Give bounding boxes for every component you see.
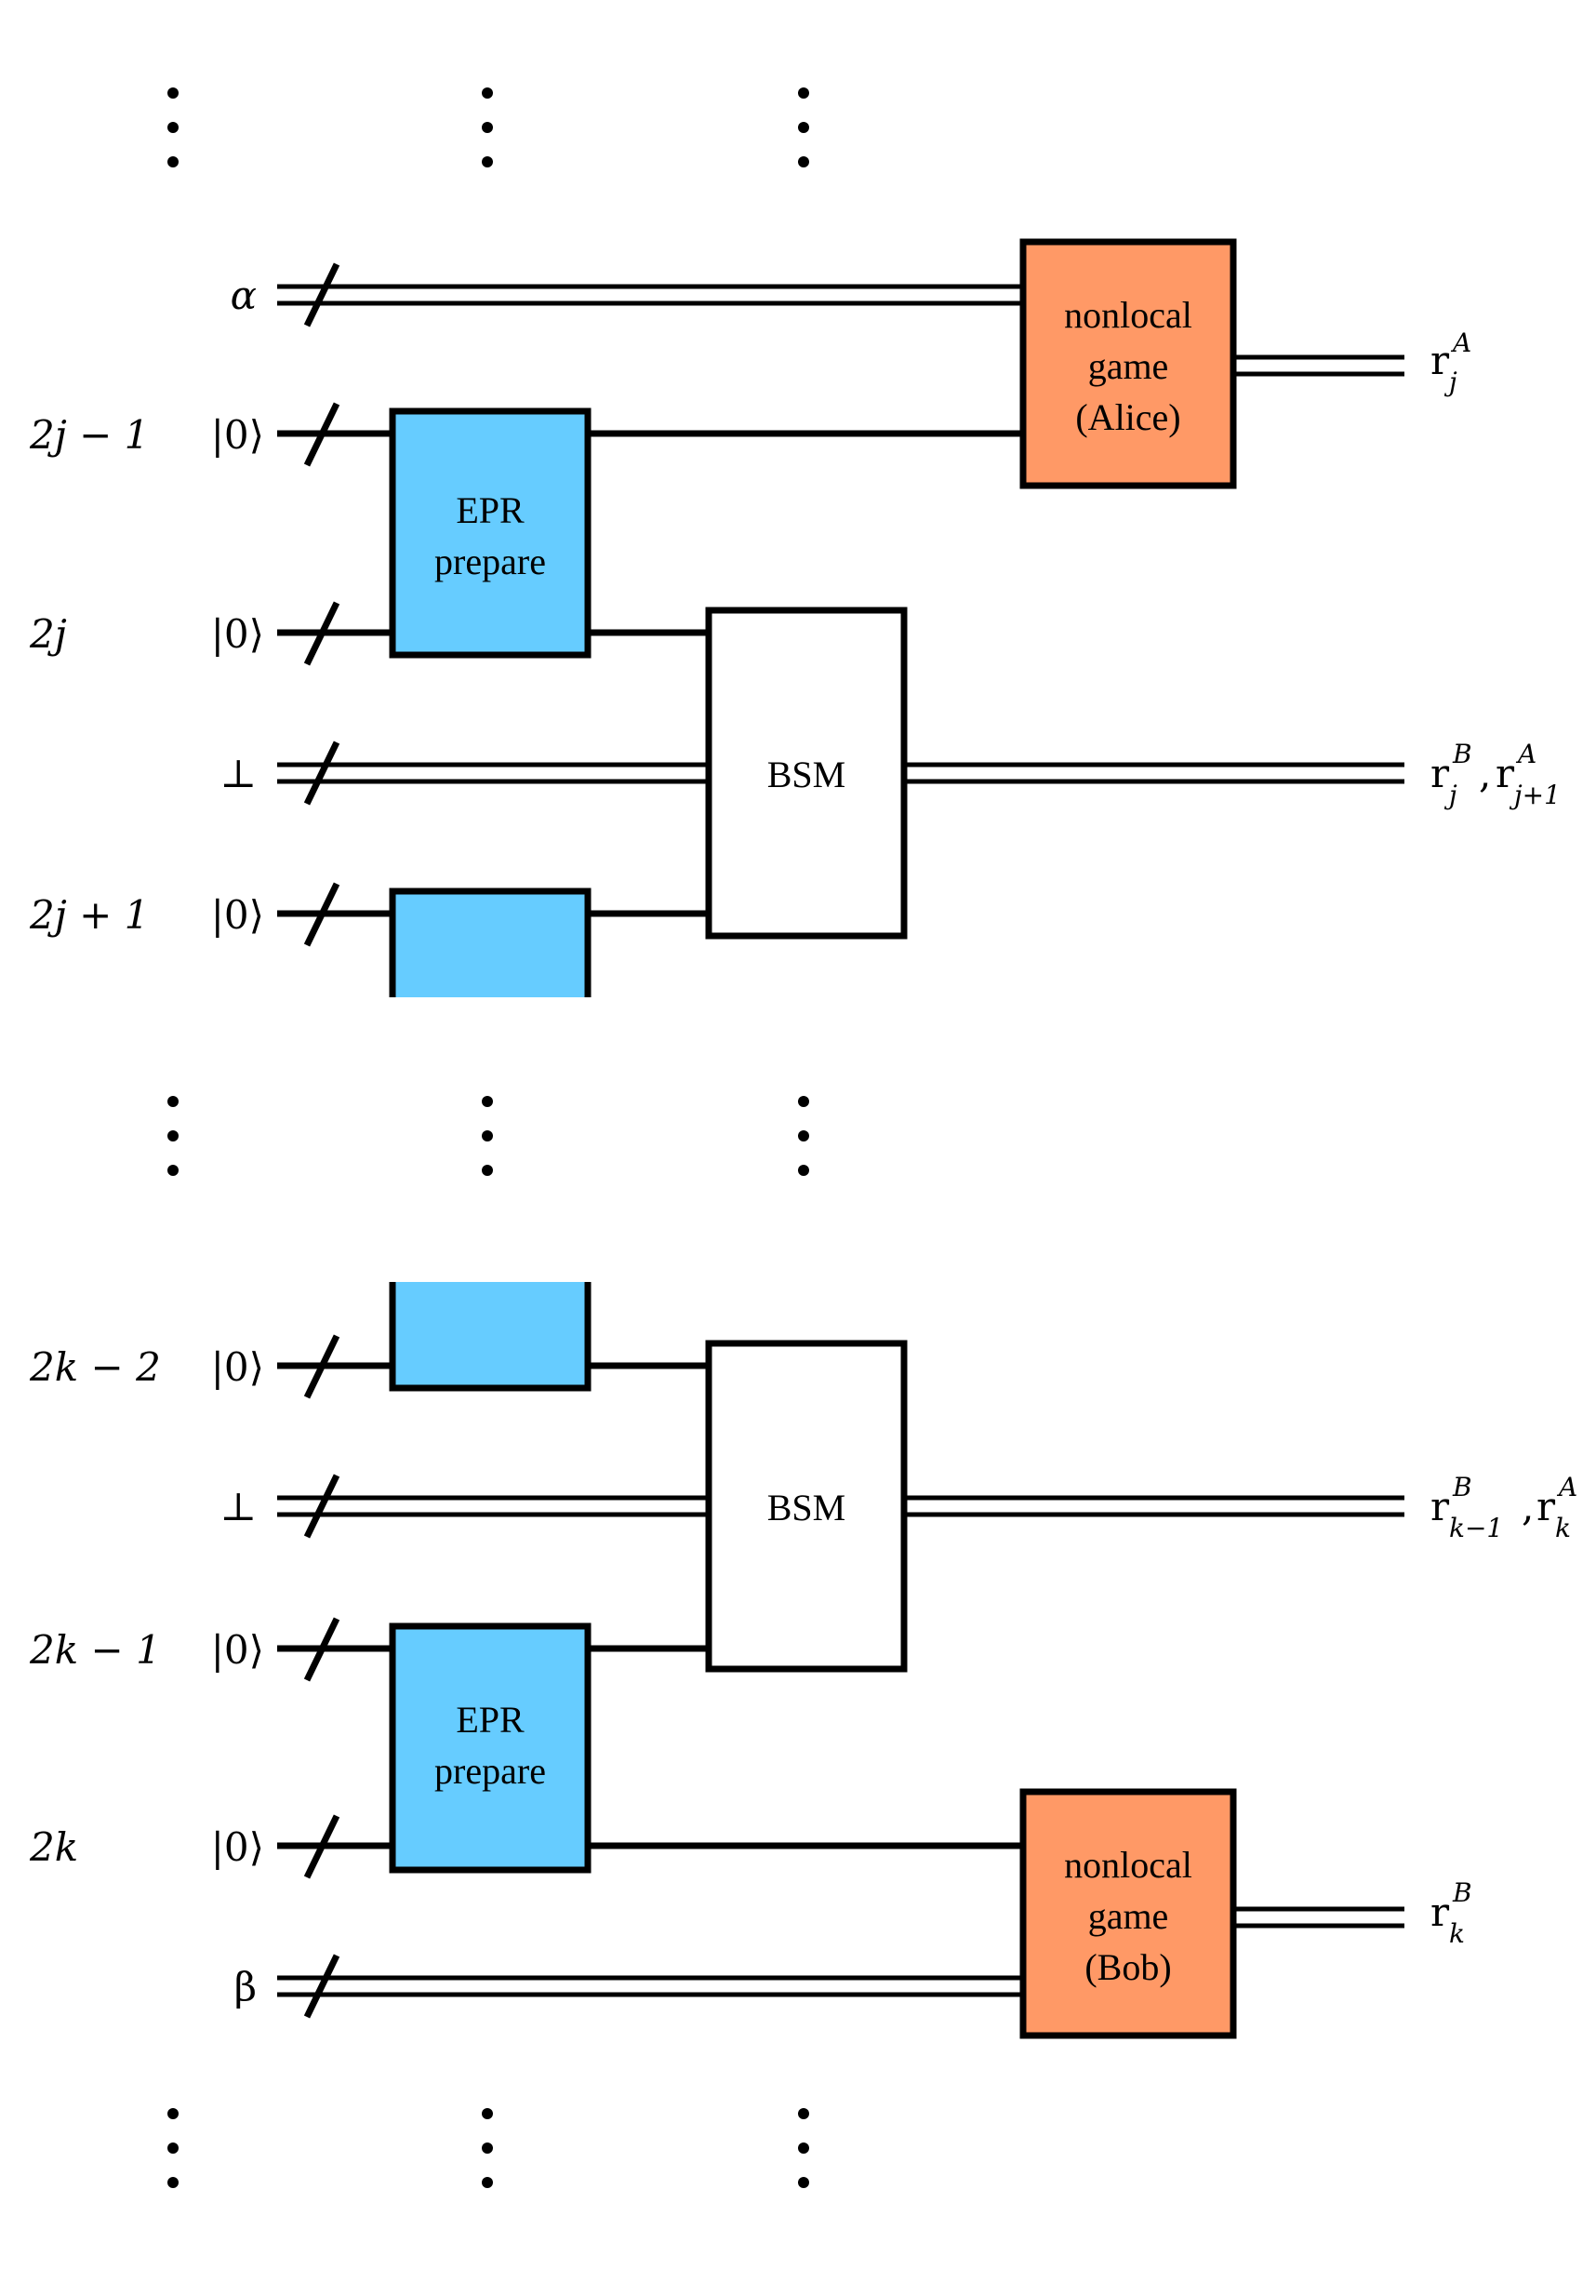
bsm-top-label: BSM	[767, 754, 846, 795]
svg-text:A: A	[1515, 739, 1536, 769]
wire-index-label: 2k	[29, 1824, 78, 1870]
wire-index-label: 2k − 2	[29, 1344, 161, 1390]
ellipsis-middle	[167, 1096, 809, 1176]
bsm-box-bottom	[705, 1340, 908, 1673]
slash-icon	[303, 1617, 340, 1682]
ellipsis-top	[167, 87, 809, 167]
svg-text:r: r	[1430, 338, 1450, 383]
svg-text:r: r	[1536, 1484, 1556, 1529]
svg-text:k: k	[1555, 1513, 1571, 1543]
game-bob-line-1: nonlocal	[1064, 1844, 1192, 1886]
game-alice-line-1: nonlocal	[1064, 294, 1192, 336]
wire-perp-top	[277, 762, 1404, 784]
epr-bottom-line-1: EPR	[456, 1699, 525, 1741]
wire-state-label: ⊥	[220, 751, 258, 796]
slash-icon	[303, 262, 340, 327]
svg-text:B: B	[1452, 1877, 1472, 1908]
wire-state-label: |0⟩	[211, 1627, 264, 1673]
svg-text:B: B	[1452, 739, 1472, 769]
svg-text:r: r	[1430, 751, 1450, 796]
boxes	[389, 238, 1237, 2039]
nonlocal-game-box-alice	[1019, 238, 1237, 489]
svg-text:k−1: k−1	[1449, 1513, 1503, 1543]
wire-state-label: |0⟩	[211, 892, 264, 938]
output-alice-label: r A j	[1430, 327, 1471, 397]
epr-top-line-1: EPR	[456, 489, 525, 531]
nonlocal-game-box-bob	[1019, 1788, 1237, 2039]
svg-text:j+1: j+1	[1509, 780, 1561, 810]
slash-icon	[303, 402, 340, 467]
output-bob-label: r B k	[1430, 1877, 1472, 1949]
epr-prepare-box-partial-top	[389, 888, 592, 997]
output-mid-bottom-label: r B k−1 , r A k	[1430, 1472, 1577, 1543]
epr-prepare-box-top	[389, 407, 592, 659]
wire-state-label: β	[234, 1964, 257, 2009]
epr-prepare-box-partial-bottom	[389, 1282, 592, 1392]
game-bob-line-2: game	[1088, 1895, 1169, 1937]
slash-icon	[303, 601, 340, 666]
ellipsis-bottom	[167, 2108, 809, 2188]
wire-beta	[277, 1975, 1023, 1997]
bsm-box-top	[705, 607, 908, 940]
game-alice-line-2: game	[1088, 345, 1169, 387]
slash-icon	[303, 882, 340, 947]
wire-state-label: |0⟩	[211, 1824, 264, 1870]
register-slashes	[303, 262, 340, 2019]
epr-top-line-2: prepare	[434, 541, 546, 582]
slash-icon	[303, 1334, 340, 1399]
svg-text:A: A	[1556, 1472, 1577, 1502]
svg-text:r: r	[1496, 751, 1515, 796]
game-bob-line-3: (Bob)	[1084, 1946, 1171, 1988]
svg-text:k: k	[1449, 1918, 1465, 1949]
wire-alice-output	[1233, 354, 1404, 377]
epr-bottom-line-2: prepare	[434, 1750, 546, 1792]
slash-icon	[303, 741, 340, 806]
svg-text:r: r	[1430, 1484, 1450, 1529]
wire-state-label: |0⟩	[211, 412, 264, 458]
wire-state-label: α	[231, 273, 257, 318]
wires	[277, 284, 1404, 1997]
wire-perp-bottom	[277, 1495, 1404, 1517]
output-mid-top-label: r B j , r A j+1	[1430, 739, 1561, 810]
svg-text:,: ,	[1479, 751, 1491, 796]
slash-icon	[303, 1814, 340, 1879]
game-alice-line-3: (Alice)	[1075, 396, 1180, 438]
wire-bob-output	[1233, 1906, 1404, 1929]
svg-text:,: ,	[1522, 1484, 1534, 1529]
wire-state-label: |0⟩	[211, 611, 264, 657]
wire-index-label: 2j	[29, 611, 67, 657]
wire-index-label: 2j − 1	[29, 412, 149, 458]
bsm-bottom-label: BSM	[767, 1487, 846, 1528]
svg-text:A: A	[1450, 327, 1471, 358]
wire-state-label: |0⟩	[211, 1344, 264, 1390]
slash-icon	[303, 1954, 340, 2019]
wire-index-label: 2k − 1	[29, 1627, 161, 1673]
epr-prepare-box-bottom	[389, 1622, 592, 1874]
svg-text:r: r	[1430, 1889, 1450, 1935]
svg-text:B: B	[1452, 1472, 1472, 1502]
wire-state-label: ⊥	[220, 1484, 258, 1529]
wire-alpha	[277, 284, 1023, 306]
slash-icon	[303, 1474, 340, 1539]
wire-index-label: 2j + 1	[29, 892, 149, 938]
